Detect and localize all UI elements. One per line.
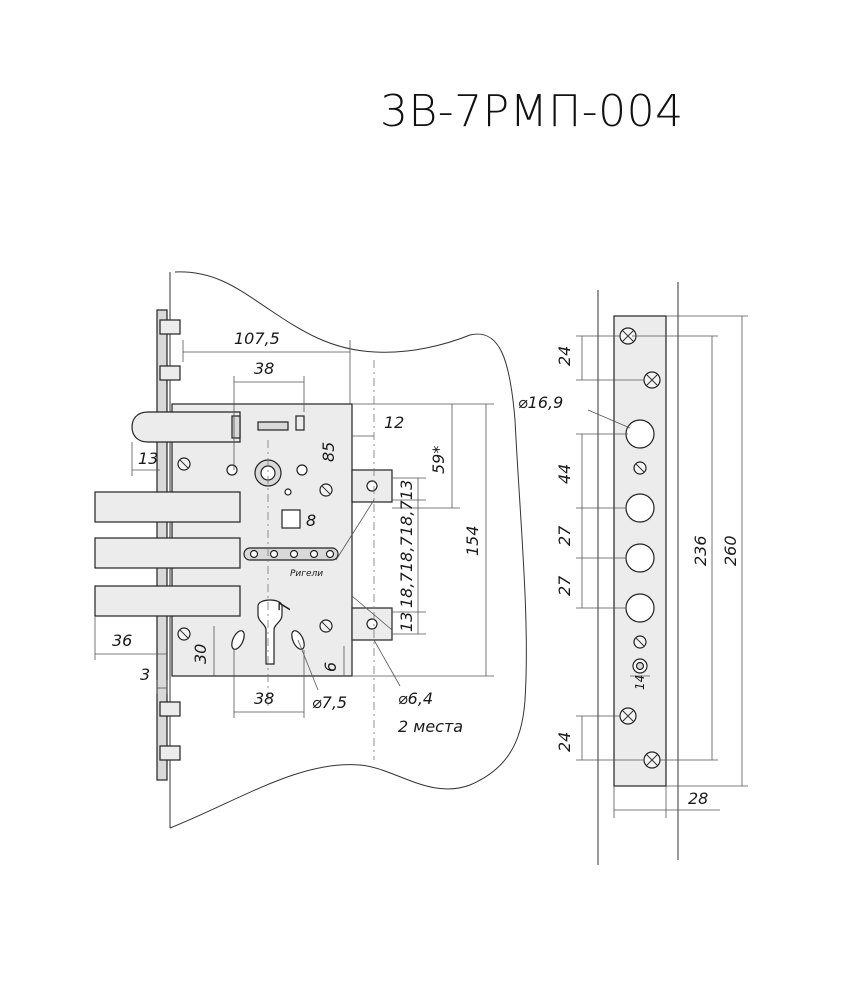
- dim-260: 260: [721, 535, 740, 566]
- faceplate-front-view: [613, 315, 667, 787]
- dim-18-7-b: 18,7: [397, 536, 416, 572]
- dim-8: 8: [306, 511, 316, 530]
- dim-107-5: 107,5: [234, 329, 280, 348]
- front-dimension-lines: [94, 340, 494, 718]
- faceplate-dimension-lines: [576, 315, 748, 818]
- dim-3: 3: [140, 665, 150, 684]
- dim-2-places: 2 места: [398, 717, 463, 736]
- dim-14: 14: [633, 675, 647, 690]
- dim-38-top: 38: [254, 359, 274, 378]
- bolt-3: [94, 585, 241, 617]
- bolt-1: [94, 491, 241, 523]
- dim-13-left: 13: [138, 449, 158, 468]
- drawing-title: 3В-7РМП-004: [380, 86, 684, 137]
- dim-38-bottom: 38: [254, 689, 274, 708]
- dim-d6-4: ⌀6,4: [398, 689, 433, 708]
- bolts: [94, 491, 241, 617]
- dim-d16-9: ⌀16,9: [518, 393, 563, 412]
- lock-internals: [177, 415, 339, 665]
- dim-6: 6: [321, 662, 340, 672]
- label-bolts: Ригели: [290, 569, 323, 579]
- dim-18-7-c: 18,7: [397, 572, 416, 608]
- dim-59: 59*: [429, 446, 448, 474]
- dim-24-bottom: 24: [555, 732, 574, 752]
- dim-24-top: 24: [555, 346, 574, 366]
- dim-85: 85: [319, 442, 338, 462]
- dim-30: 30: [191, 644, 210, 664]
- dim-27-b: 27: [555, 575, 574, 596]
- dim-154: 154: [463, 525, 482, 556]
- dim-12: 12: [384, 413, 404, 432]
- dim-13-a: 13: [397, 480, 416, 500]
- dim-7: 7: [275, 601, 294, 612]
- dim-44: 44: [555, 464, 574, 484]
- dim-13-b: 13: [397, 612, 416, 632]
- latch-bolt: [131, 411, 241, 443]
- dim-36: 36: [112, 631, 132, 650]
- bolt-2: [94, 537, 241, 569]
- dim-18-7-a: 18,7: [397, 500, 416, 536]
- dim-27-a: 27: [555, 525, 574, 546]
- dim-236: 236: [691, 535, 710, 566]
- door-outline: [169, 271, 527, 829]
- dim-28: 28: [688, 789, 708, 808]
- dim-d7-5: ⌀7,5: [312, 693, 347, 712]
